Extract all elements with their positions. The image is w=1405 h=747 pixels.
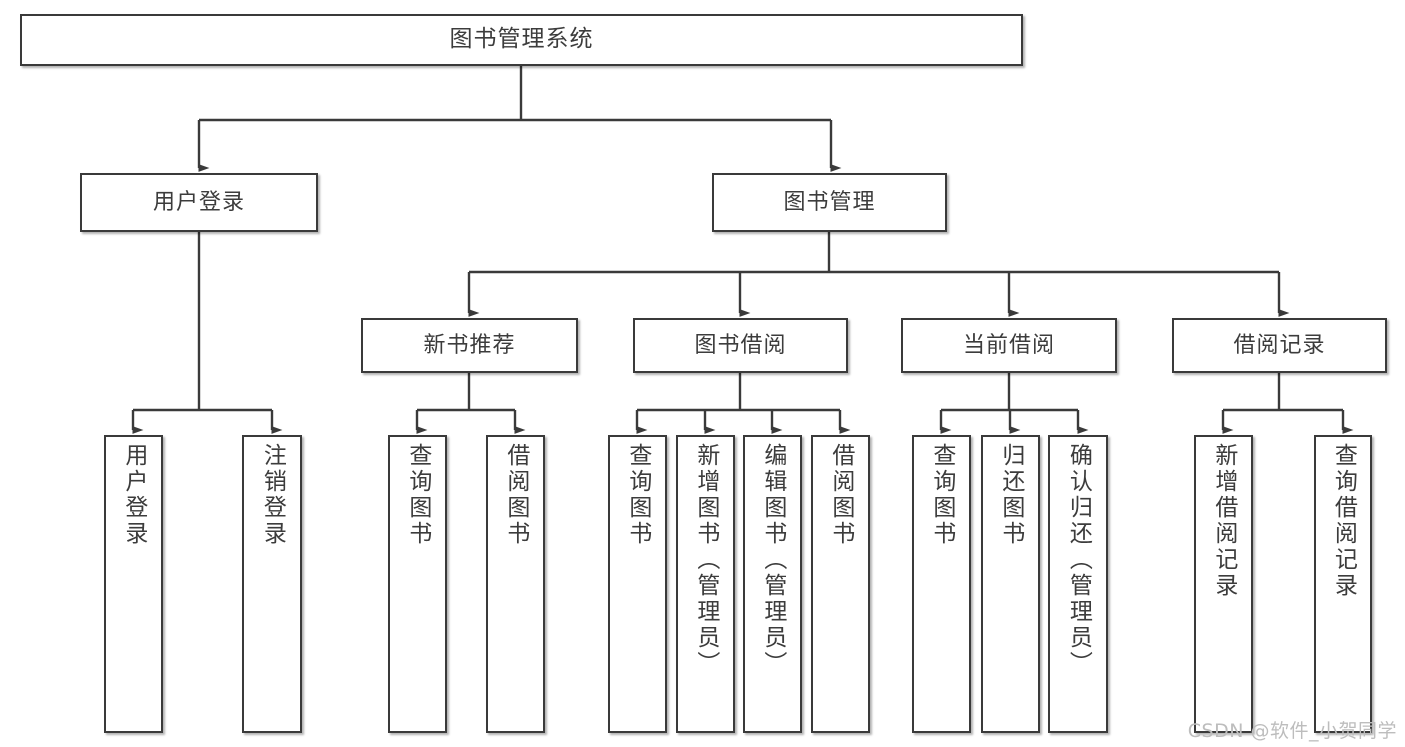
leaf-borrow-book-recommend-label: 借阅图书: [502, 443, 529, 547]
leaf-borrow-book-label: 借阅图书: [827, 443, 854, 547]
node-book-management[interactable]: 图书管理: [712, 173, 947, 232]
leaf-borrow-book-recommend[interactable]: 借阅图书: [486, 435, 545, 733]
leaf-query-book-recommend[interactable]: 查询图书: [388, 435, 447, 733]
leaf-add-borrow-record-label: 新增借阅记录: [1210, 443, 1237, 599]
leaf-add-book-admin[interactable]: 新增图书（管理员）: [676, 435, 735, 733]
leaf-query-borrow-record-label: 查询借阅记录: [1330, 443, 1357, 599]
leaf-edit-book-admin[interactable]: 编辑图书（管理员）: [743, 435, 802, 733]
leaf-return-book[interactable]: 归还图书: [981, 435, 1040, 733]
node-new-book-recommend-label: 新书推荐: [423, 332, 516, 358]
node-user-login[interactable]: 用户登录: [80, 173, 318, 232]
node-new-book-recommend[interactable]: 新书推荐: [361, 318, 578, 373]
leaf-logout-label: 注销登录: [259, 443, 286, 547]
watermark-text: CSDN @软件_小贺同学: [1187, 720, 1397, 742]
leaf-query-borrow-record[interactable]: 查询借阅记录: [1314, 435, 1372, 733]
leaf-user-login[interactable]: 用户登录: [104, 435, 163, 733]
leaf-borrow-book[interactable]: 借阅图书: [811, 435, 870, 733]
node-root[interactable]: 图书管理系统: [20, 14, 1023, 66]
node-book-borrow-label: 图书借阅: [694, 332, 787, 358]
leaf-query-book-recommend-label: 查询图书: [404, 443, 431, 547]
node-borrow-record[interactable]: 借阅记录: [1172, 318, 1387, 373]
leaf-confirm-return-admin[interactable]: 确认归还（管理员）: [1048, 435, 1108, 733]
leaf-user-login-label: 用户登录: [120, 443, 147, 547]
leaf-return-book-label: 归还图书: [997, 443, 1024, 547]
leaf-query-book-current-label: 查询图书: [928, 443, 955, 547]
leaf-logout[interactable]: 注销登录: [242, 435, 302, 733]
leaf-query-book-current[interactable]: 查询图书: [912, 435, 971, 733]
leaf-add-book-admin-label: 新增图书（管理员）: [692, 443, 719, 677]
node-borrow-record-label: 借阅记录: [1233, 332, 1326, 358]
node-current-borrow-label: 当前借阅: [962, 332, 1055, 358]
node-user-login-label: 用户登录: [152, 189, 245, 215]
node-book-management-label: 图书管理: [783, 189, 876, 215]
leaf-query-book-borrow[interactable]: 查询图书: [608, 435, 667, 733]
node-current-borrow[interactable]: 当前借阅: [901, 318, 1117, 373]
node-book-borrow[interactable]: 图书借阅: [633, 318, 848, 373]
leaf-edit-book-admin-label: 编辑图书（管理员）: [759, 443, 786, 677]
node-root-label: 图书管理系统: [449, 26, 594, 53]
leaf-add-borrow-record[interactable]: 新增借阅记录: [1194, 435, 1253, 733]
leaf-query-book-borrow-label: 查询图书: [624, 443, 651, 547]
leaf-confirm-return-admin-label: 确认归还（管理员）: [1065, 443, 1092, 677]
